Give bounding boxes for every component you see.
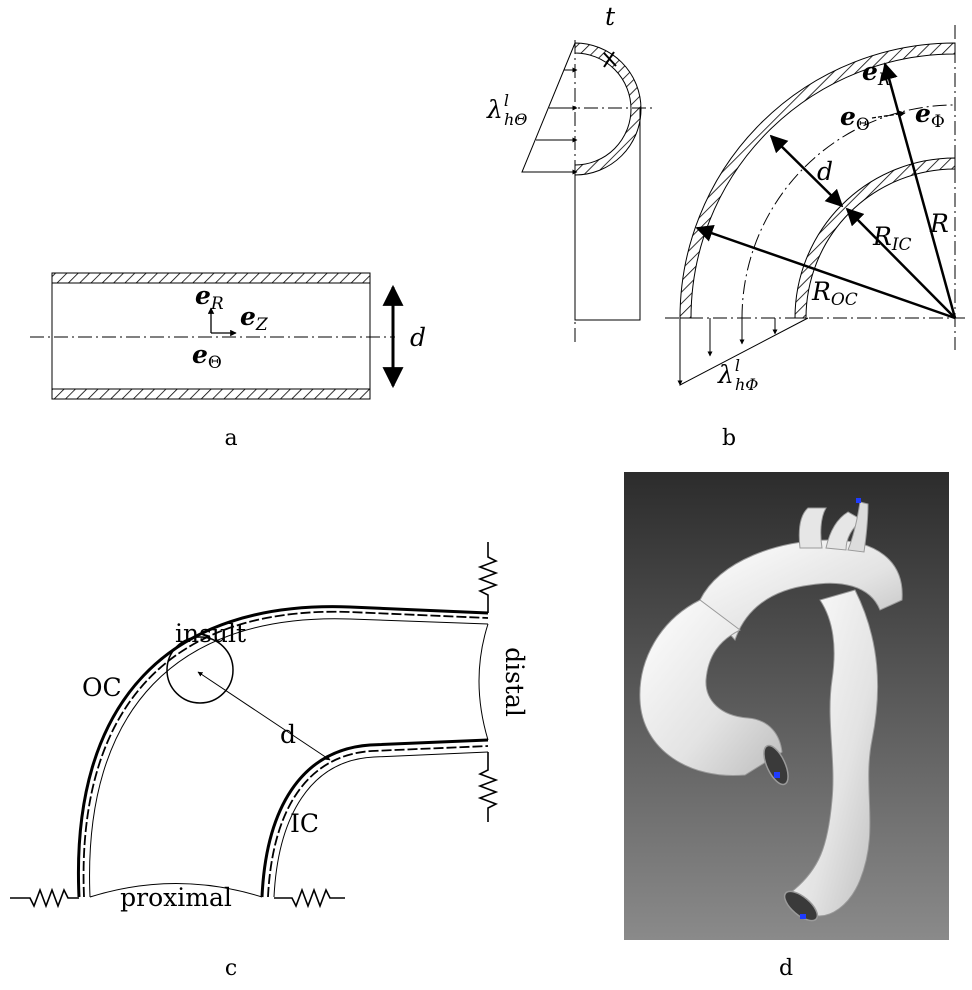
label-eR-b: eR — [862, 57, 891, 90]
label-ROC: ROC — [811, 277, 858, 310]
spring-distal-bottom — [477, 752, 499, 822]
radius-ROC — [695, 224, 956, 320]
label-d: d — [410, 323, 426, 352]
vessel-outlet-ascending — [763, 744, 789, 786]
label-RIC: RIC — [872, 222, 912, 255]
label-eZ: eZ — [240, 302, 269, 335]
section-outline — [574, 108, 641, 321]
diameter-arrow-c — [197, 671, 331, 761]
label-eR: eR — [195, 281, 224, 314]
panel-d: d — [624, 472, 949, 981]
label-d-b: d — [817, 157, 833, 186]
label-proximal: proximal — [120, 883, 232, 912]
label-insult: insult — [175, 619, 246, 648]
marker-mid — [774, 772, 780, 778]
radius-RIC — [845, 207, 956, 319]
label-d-c: d — [280, 720, 296, 749]
label-R: R — [929, 209, 949, 238]
bend-outer-wall — [679, 42, 956, 319]
panel-c: insult OC d IC distal proximal c — [10, 542, 529, 981]
vessel-outlet-descending — [783, 890, 819, 922]
label-t: t — [605, 2, 616, 31]
vessel-ascending — [639, 599, 783, 777]
spring-proximal-left — [10, 887, 79, 909]
vessel-branch-3 — [847, 501, 869, 553]
diameter-arrow-b — [769, 134, 844, 208]
radius-R — [880, 62, 957, 319]
caption-c: c — [225, 956, 237, 981]
axis-arrow-phi — [871, 110, 906, 119]
vessel-branch-1 — [798, 507, 827, 549]
label-IC: IC — [290, 809, 319, 838]
tube-bottom-wall — [51, 388, 371, 400]
label-ePhi-b: eΦ — [915, 99, 945, 132]
caption-d: d — [779, 956, 793, 981]
label-OC: OC — [82, 673, 122, 702]
ic-wall-inner — [273, 751, 489, 898]
distal-boundary — [478, 623, 489, 741]
ic-wall-outer — [260, 738, 489, 898]
oc-wall-mid — [82, 610, 489, 898]
oc-wall-inner — [89, 618, 489, 898]
tube-top-wall — [51, 272, 371, 284]
proximal-boundary — [89, 883, 263, 898]
caption-b: b — [722, 426, 736, 451]
vessel-arch — [699, 539, 903, 641]
marker-bottom — [800, 914, 806, 919]
bend-inner-wall — [794, 157, 956, 319]
oc-wall-outer — [76, 605, 489, 898]
marker-top — [856, 498, 861, 503]
label-distal: distal — [500, 647, 529, 717]
panel-a: eR eZ eΘ d a — [30, 272, 426, 451]
spring-distal-top — [477, 542, 499, 613]
caption-a: a — [224, 426, 237, 451]
spring-proximal-right — [274, 887, 345, 909]
label-eTheta-b: eΘ — [840, 102, 870, 135]
t-mark-2 — [603, 51, 615, 68]
ic-wall-mid — [267, 745, 489, 898]
label-eTheta: eΘ — [192, 340, 222, 373]
